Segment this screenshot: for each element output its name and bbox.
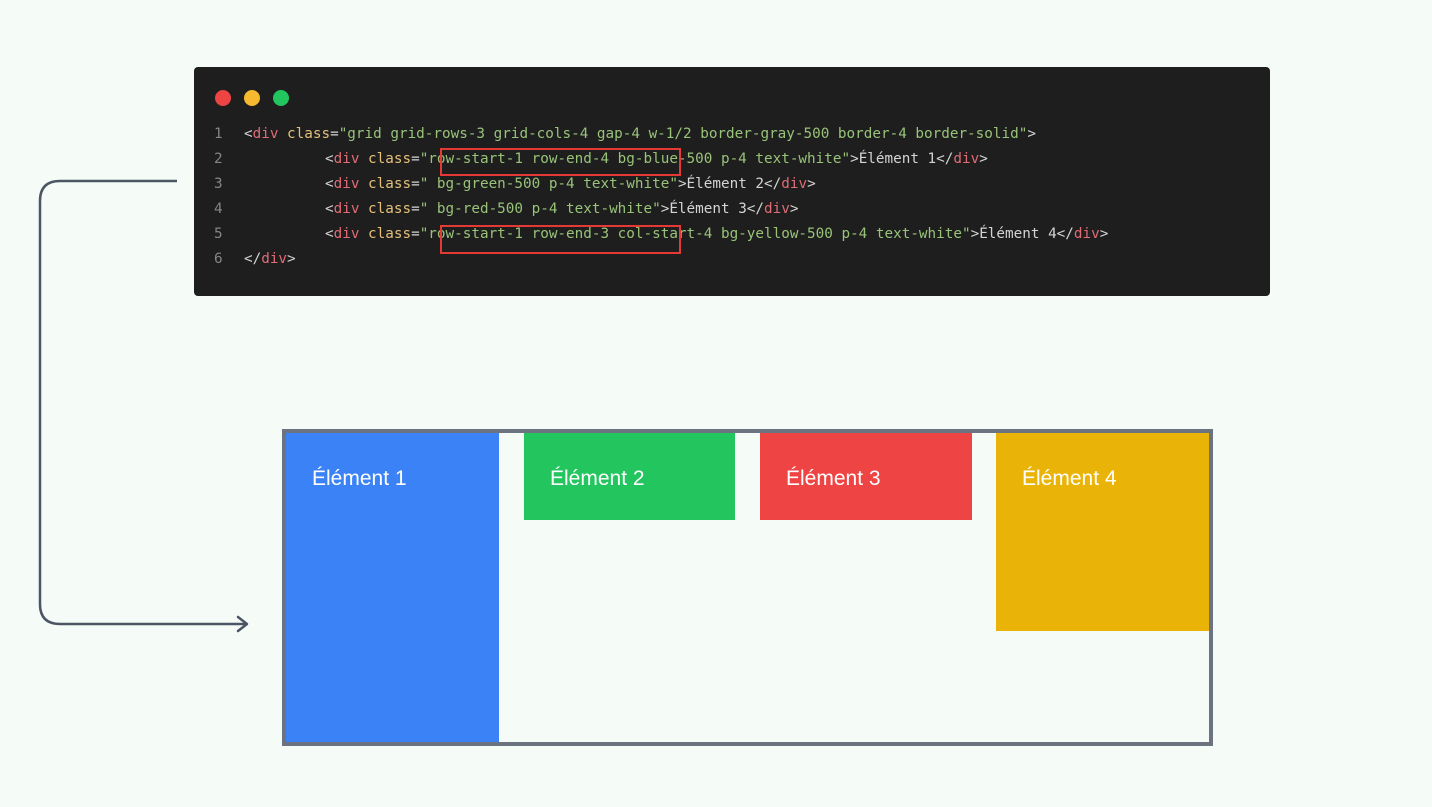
line-number-1: 1 <box>214 126 223 142</box>
code-token: div <box>252 126 279 142</box>
code-token: class <box>368 201 412 217</box>
grid-item-label: Élément 2 <box>550 467 645 490</box>
code-token: " bg-red-500 p-4 text-white" <box>419 201 661 217</box>
grid-item-4: Élément 4 <box>996 433 1209 631</box>
code-token: div <box>333 226 360 242</box>
code-token: < <box>325 226 334 242</box>
code-token: > <box>850 151 859 167</box>
code-token: " bg-green-500 p-4 text-white" <box>419 176 678 192</box>
code-token: Élément 3 <box>669 201 747 217</box>
code-token: </ <box>764 176 782 192</box>
code-token: div <box>781 176 808 192</box>
minimize-dot-icon <box>244 90 260 106</box>
highlight-row-span-element-4 <box>440 225 681 254</box>
code-token: </ <box>1056 226 1074 242</box>
grid-item-label: Élément 4 <box>1022 467 1117 490</box>
code-token: div <box>333 201 360 217</box>
code-token: < <box>244 126 253 142</box>
code-token: > <box>789 201 799 217</box>
grid-item-2: Élément 2 <box>524 433 735 520</box>
code-token: = <box>330 126 339 142</box>
code-token: div <box>333 151 360 167</box>
code-token: > <box>660 201 670 217</box>
code-token: > <box>287 251 296 267</box>
code-line-4: <div class=" bg-red-500 p-4 text-white">… <box>325 201 798 217</box>
code-token: div <box>764 201 790 217</box>
code-token: div <box>953 151 980 167</box>
code-token: Élément 4 <box>979 226 1057 242</box>
code-token: > <box>677 176 687 192</box>
code-token: = <box>411 151 420 167</box>
code-token: </ <box>244 251 262 267</box>
line-number-5: 5 <box>214 226 223 242</box>
code-token: "row-start-1 row-end-4 bg-blue-500 p-4 t… <box>419 151 851 167</box>
code-token: < <box>325 176 334 192</box>
code-token: > <box>1099 226 1109 242</box>
code-line-1: <div class="grid grid-rows-3 grid-cols-4… <box>244 126 1036 142</box>
code-token: > <box>1027 126 1036 142</box>
code-token: class <box>287 126 331 142</box>
line-number-4: 4 <box>214 201 223 217</box>
code-token: = <box>411 201 420 217</box>
code-token: </ <box>936 151 954 167</box>
arrowhead-icon <box>236 615 249 633</box>
code-token: = <box>411 176 420 192</box>
grid-item-3: Élément 3 <box>760 433 972 520</box>
code-token: </ <box>746 201 765 217</box>
code-token: "grid grid-rows-3 grid-cols-4 gap-4 w-1/… <box>338 126 1028 142</box>
code-token: > <box>807 176 816 192</box>
code-token: class <box>368 151 412 167</box>
connector-line <box>38 179 246 626</box>
code-token: Élément 1 <box>858 151 937 167</box>
line-number-3: 3 <box>214 176 223 192</box>
code-line-2: <div class="row-start-1 row-end-4 bg-blu… <box>325 151 988 167</box>
maximize-dot-icon <box>273 90 289 106</box>
code-token: class <box>368 176 412 192</box>
close-dot-icon <box>215 90 231 106</box>
code-token: div <box>333 176 360 192</box>
code-token: class <box>368 226 412 242</box>
code-token: < <box>325 151 334 167</box>
grid-item-1: Élément 1 <box>286 433 499 742</box>
code-token: div <box>261 251 288 267</box>
code-token: = <box>411 226 420 242</box>
code-token: > <box>970 226 980 242</box>
code-window <box>194 67 1270 296</box>
code-line-6: </div> <box>244 251 296 267</box>
code-line-3: <div class=" bg-green-500 p-4 text-white… <box>325 176 816 192</box>
highlight-row-span-element-1 <box>440 148 681 176</box>
grid-item-label: Élément 1 <box>312 467 407 490</box>
code-token: div <box>1073 226 1100 242</box>
code-token: Élément 2 <box>686 176 765 192</box>
line-number-6: 6 <box>214 251 223 267</box>
code-line-5: <div class="row-start-1 row-end-3 col-st… <box>325 226 1108 242</box>
grid-demo-container: Élément 1 Élément 2 Élément 3 Élément 4 <box>282 429 1213 746</box>
code-token: "row-start-1 row-end-3 col-start-4 bg-ye… <box>419 226 971 242</box>
code-token: > <box>979 151 988 167</box>
line-number-2: 2 <box>214 151 223 167</box>
grid-item-label: Élément 3 <box>786 467 881 490</box>
code-token: < <box>325 201 334 217</box>
